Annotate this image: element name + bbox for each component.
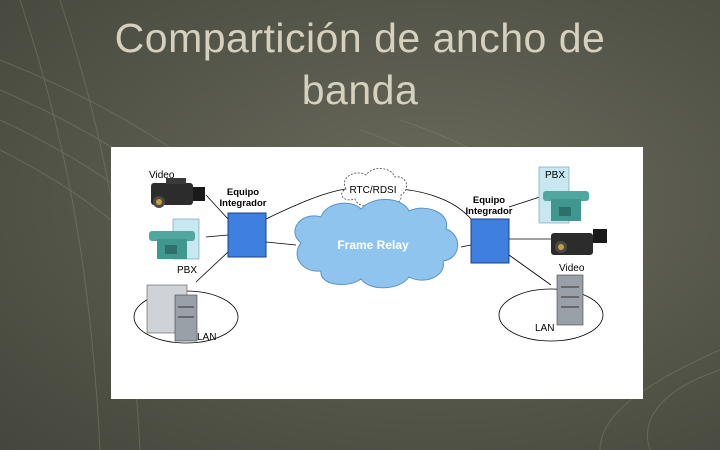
right-video-camera-icon — [551, 229, 607, 255]
right-integrator-box — [470, 218, 510, 264]
connection-lines — [195, 188, 552, 286]
left-integrator-label-line2: Integrador — [220, 198, 267, 209]
left-lan-label: LAN — [197, 332, 216, 343]
left-video-label: Video — [149, 170, 175, 181]
right-lan-ellipse — [498, 288, 604, 342]
left-integrator-box — [227, 212, 267, 258]
slide-title-line2: banda — [301, 67, 419, 113]
right-pbx-label: PBX — [545, 170, 565, 181]
right-lan-label: LAN — [535, 323, 554, 334]
right-server-icon — [556, 274, 584, 326]
rtc-rdsi-label: RTC/RDSI — [349, 185, 396, 196]
left-integrator-label-line1: Equipo — [227, 187, 259, 198]
slide-title: Compartición de ancho de banda — [0, 12, 720, 116]
left-pbx-label: PBX — [177, 265, 197, 276]
right-pbx-phone-icon — [538, 166, 589, 224]
right-integrator-label-line1: Equipo — [473, 195, 505, 206]
frame-relay-label: Frame Relay — [337, 238, 409, 252]
left-server-icon — [146, 284, 198, 342]
right-integrator-label-line2: Integrador — [466, 206, 513, 217]
rtc-rdsi-cloud-icon — [341, 168, 408, 207]
network-diagram: Video Equipo Integrador PBX LAN RTC/RDSI… — [111, 147, 643, 399]
frame-relay-cloud-icon — [294, 199, 459, 289]
right-video-label: Video — [559, 263, 585, 274]
left-video-camera-icon — [151, 178, 205, 208]
slide-title-line1: Compartición de ancho de — [114, 15, 606, 61]
left-pbx-phone-icon — [149, 218, 200, 260]
